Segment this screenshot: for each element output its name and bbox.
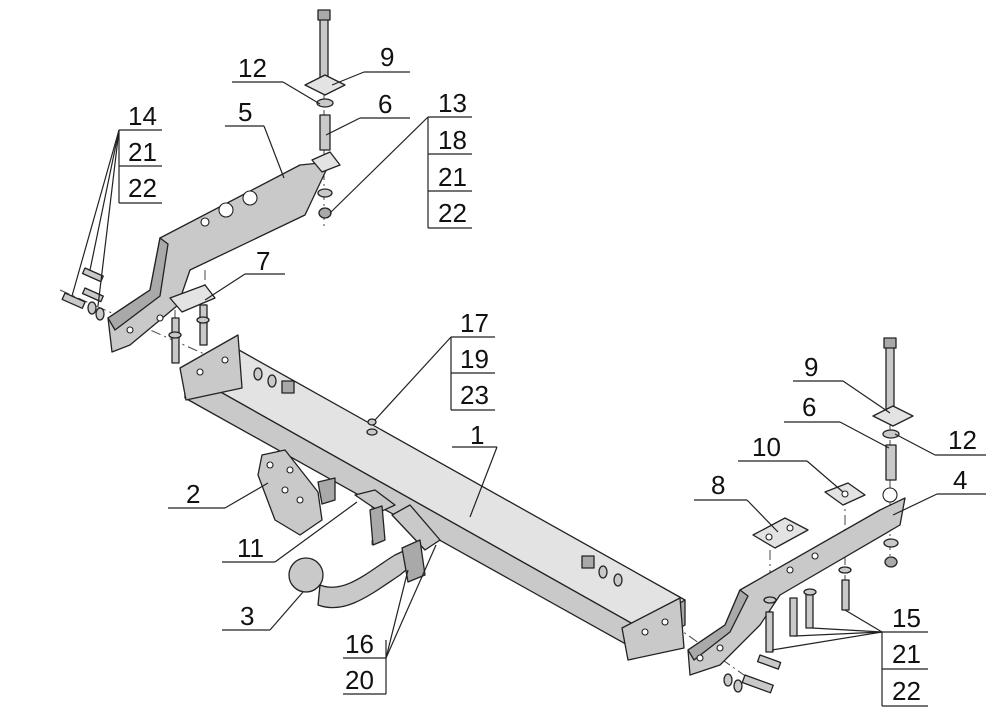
plates-part-8-10 bbox=[752, 482, 866, 549]
label-14: 14 bbox=[128, 101, 157, 131]
right-bracket-part-4 bbox=[687, 487, 906, 676]
label-7: 7 bbox=[256, 246, 270, 276]
label-15: 15 bbox=[892, 603, 921, 633]
label-9-right: 9 bbox=[804, 352, 818, 382]
label-4: 4 bbox=[953, 465, 967, 495]
label-18: 18 bbox=[438, 125, 467, 155]
part-labels: 1 2 3 4 5 6 6 7 8 9 9 10 11 12 12 13 18 … bbox=[128, 42, 977, 706]
bolt-part-17 bbox=[366, 418, 378, 436]
label-16: 16 bbox=[345, 629, 374, 659]
label-13: 13 bbox=[438, 88, 467, 118]
label-19: 19 bbox=[460, 344, 489, 374]
crossbar-part-1 bbox=[179, 334, 686, 661]
label-6-top: 6 bbox=[378, 89, 392, 119]
label-8: 8 bbox=[711, 470, 725, 500]
plate-part-7 bbox=[169, 284, 216, 313]
label-6-right: 6 bbox=[802, 392, 816, 422]
label-22-a: 22 bbox=[438, 198, 467, 228]
label-21-b: 21 bbox=[128, 137, 157, 167]
label-11: 11 bbox=[237, 533, 264, 563]
label-1: 1 bbox=[470, 420, 484, 450]
bolt-plate-part-9-top bbox=[304, 9, 346, 219]
label-9-top: 9 bbox=[380, 42, 394, 72]
label-12-right: 12 bbox=[948, 425, 977, 455]
label-2: 2 bbox=[186, 479, 200, 509]
label-22-b: 22 bbox=[128, 173, 157, 203]
left-fasteners bbox=[61, 267, 295, 394]
label-3: 3 bbox=[240, 601, 254, 631]
bracket-part-11 bbox=[354, 489, 396, 546]
label-5: 5 bbox=[238, 97, 252, 127]
label-21-c: 21 bbox=[892, 639, 921, 669]
right-fasteners bbox=[581, 555, 852, 694]
label-12-top: 12 bbox=[238, 53, 267, 83]
label-10: 10 bbox=[752, 432, 781, 462]
label-22-c: 22 bbox=[892, 676, 921, 706]
label-20: 20 bbox=[345, 665, 374, 695]
label-23: 23 bbox=[460, 380, 489, 410]
socket-plate-part-2 bbox=[257, 449, 336, 536]
label-17: 17 bbox=[460, 308, 489, 338]
bolt-plate-part-9-right bbox=[872, 337, 914, 568]
label-21-a: 21 bbox=[438, 162, 467, 192]
leader-lines bbox=[71, 71, 986, 707]
